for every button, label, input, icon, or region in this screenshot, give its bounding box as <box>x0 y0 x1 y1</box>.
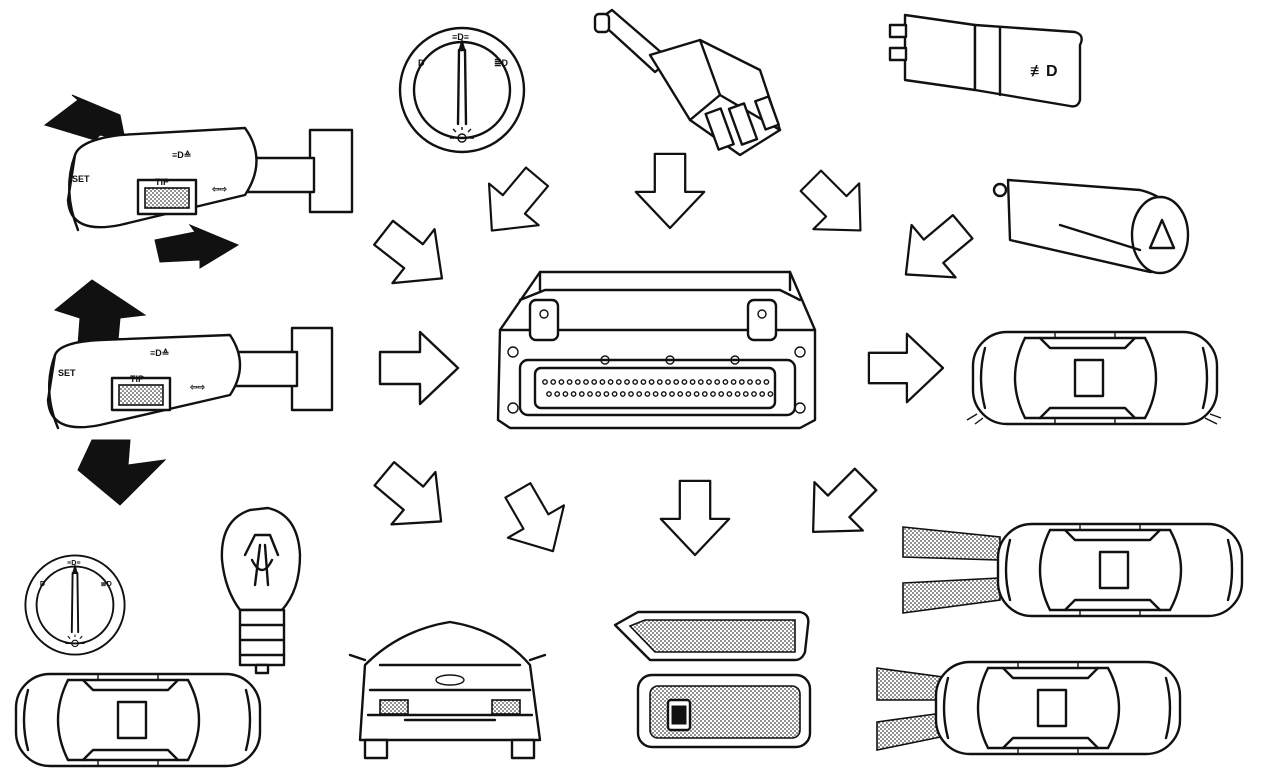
connector-pin <box>767 391 774 397</box>
connector-pin <box>583 379 589 385</box>
control-unit-module-icon <box>496 270 817 430</box>
connector-pin <box>595 391 602 397</box>
connector-pin <box>677 391 684 397</box>
connector-pin <box>734 391 741 397</box>
connector-pin <box>603 391 610 397</box>
rear-fog-lamp-button-icon: ≢D <box>888 13 1083 108</box>
connector-pin <box>628 391 634 397</box>
car-hazard-output <box>966 330 1222 426</box>
connector-pin <box>619 391 626 397</box>
connector-pin <box>693 391 700 397</box>
connector-pin <box>615 379 622 385</box>
connector-pin <box>578 391 585 397</box>
indicator-bulb-icon <box>220 506 302 675</box>
connector-pin <box>611 391 618 397</box>
connector-pin <box>701 391 708 397</box>
connector-pin <box>755 379 762 385</box>
brake-light-switch-icon <box>593 8 782 157</box>
connector-pin <box>644 391 651 397</box>
hollow-arrow-icon <box>787 454 891 558</box>
connector-pin <box>599 379 606 385</box>
connector-pin <box>607 379 614 385</box>
rear-lamp-with-switch-output <box>636 673 812 749</box>
connector-pin <box>718 391 725 397</box>
connector-pin <box>558 379 565 385</box>
connector-pin <box>669 391 675 397</box>
beam-symbol-icon: ≡D≙ <box>150 348 169 358</box>
side-marker-lamp-output <box>613 610 810 662</box>
connector-pin <box>624 379 630 385</box>
connector-pin <box>660 391 667 397</box>
connector-pin <box>656 379 663 385</box>
connector-pin <box>763 379 770 385</box>
connector-pin <box>697 379 704 385</box>
indicator-stalk-upper: TIP SET ≡D≙ ⇦⇨ <box>43 94 354 269</box>
tip-label: TIP <box>155 177 169 187</box>
car-front-view-output <box>348 620 547 760</box>
connector-pin <box>546 391 552 397</box>
hollow-arrow-icon <box>786 156 885 255</box>
connector-pin <box>591 379 598 385</box>
connector-pin <box>542 379 548 385</box>
connector-pin <box>689 379 696 385</box>
hollow-arrow-icon <box>361 446 465 549</box>
connector-pin <box>554 391 561 397</box>
connector-pin <box>652 391 659 397</box>
connector-pin <box>714 379 721 385</box>
beam-symbol-icon: ≡D≙ <box>172 150 191 160</box>
tip-label: TIP <box>130 374 144 384</box>
connector-pin <box>673 379 680 385</box>
connector-pin <box>747 379 753 385</box>
hollow-arrow-icon <box>882 199 986 302</box>
set-label: SET <box>58 368 76 378</box>
connector-pin <box>751 391 757 397</box>
hollow-arrow-icon <box>361 204 465 307</box>
connector-pin <box>566 379 573 385</box>
hollow-arrow-icon <box>378 330 460 406</box>
turn-arrows-icon: ⇦⇨ <box>211 184 228 194</box>
connector-pin <box>562 391 569 397</box>
connector-pin <box>730 379 737 385</box>
indicator-stalk-lower: TIP SET ≡D≙ ⇦⇨ <box>46 279 334 506</box>
fog-symbol-icon: ≢D <box>1030 63 1058 80</box>
connector-pin <box>640 379 647 385</box>
connector-pin <box>706 379 712 385</box>
turn-arrows-icon: ⇦⇨ <box>189 382 206 392</box>
connector-pin <box>685 391 692 397</box>
connector-pin <box>648 379 655 385</box>
light-switch-dial-icon <box>398 26 526 154</box>
connector-pin <box>742 391 749 397</box>
car-taillight-output <box>876 660 1182 756</box>
connector-pin <box>759 391 766 397</box>
connector-pin <box>570 391 577 397</box>
connector-pin <box>665 379 671 385</box>
hollow-arrow-icon <box>488 473 583 569</box>
connector-pin <box>632 379 639 385</box>
hollow-arrow-icon <box>659 479 731 557</box>
hollow-arrow-icon <box>465 154 563 253</box>
connector-pin <box>710 391 716 397</box>
connector-pin <box>550 379 557 385</box>
connector-pin <box>738 379 745 385</box>
connector-pin <box>722 379 729 385</box>
set-label: SET <box>72 174 90 184</box>
connector-pin <box>681 379 688 385</box>
car-headlight-output <box>902 522 1244 618</box>
hollow-arrow-icon <box>867 332 945 404</box>
hollow-arrow-icon <box>634 152 706 230</box>
car-parking-light-output <box>14 672 262 768</box>
connector-pin <box>636 391 643 397</box>
connector-pin <box>726 391 733 397</box>
connector-pin <box>574 379 581 385</box>
light-switch-dial-icon <box>24 554 126 656</box>
hazard-warning-button-icon <box>992 178 1190 275</box>
connector-pin <box>587 391 593 397</box>
